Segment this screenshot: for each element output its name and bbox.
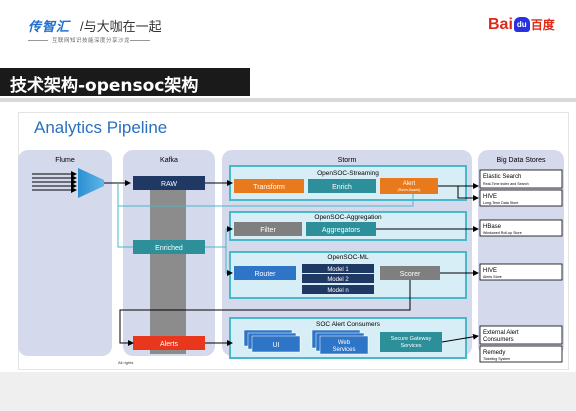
title-strip	[0, 98, 576, 102]
external-alert-label-1: External Alert	[483, 330, 519, 336]
external-alert-label-2: Consumers	[483, 337, 514, 343]
bigdata-label: Big Data Stores	[496, 157, 546, 164]
analytics-pipeline-diagram: Flume Kafka Storm Big Data Stores RAW En…	[18, 150, 564, 365]
transform-box	[234, 179, 304, 193]
baidu-logo-cn: 百度	[530, 18, 555, 32]
router-label: Router	[254, 271, 276, 278]
model2-label: Model 2	[327, 277, 349, 283]
aggregators-label: Aggregators	[322, 227, 361, 234]
kafka-alerts-box	[133, 336, 205, 350]
web-services-label-1: Web	[338, 340, 351, 346]
slide-title: Analytics Pipeline	[34, 118, 168, 137]
brand-subtitle: 互联网知识技能深度分享沙龙	[52, 38, 131, 44]
kafka-enriched-label: Enriched	[155, 245, 183, 252]
transform-label: Transform	[253, 184, 285, 191]
kafka-label: Kafka	[160, 157, 178, 164]
baidu-logo-left: Bai	[488, 16, 513, 33]
filter-box	[234, 222, 302, 236]
brand-logo: 传智汇	[28, 19, 71, 34]
page-title: 技术架构-opensoc架构	[10, 76, 199, 96]
aggregation-title: OpenSOC-Aggregation	[314, 214, 382, 221]
hive-alerts-sublabel: Alerts Store	[483, 275, 502, 279]
kafka-enriched-box	[133, 240, 205, 254]
elasticsearch-label: Elastic Search	[483, 174, 521, 180]
flume-label: Flume	[55, 157, 75, 164]
baidu-paw-icon: du	[513, 17, 530, 33]
alert-label: Alert	[403, 181, 416, 187]
web-services-label-2: Services	[332, 347, 355, 353]
enrich-box	[308, 179, 376, 193]
secure-gateway-label-2: Services	[400, 343, 421, 349]
hive-label: HIVE	[483, 194, 497, 200]
model1-box	[302, 264, 374, 273]
remedy-sublabel: Ticketing System	[483, 357, 510, 361]
web-services-box	[319, 335, 369, 355]
model2-box	[302, 274, 374, 283]
storm-label: Storm	[338, 157, 357, 164]
brand-tagline: /与大咖在一起	[80, 19, 162, 34]
page-title-band	[0, 68, 250, 96]
slide-footnote: All rights	[118, 360, 133, 365]
divider	[130, 40, 150, 41]
hbase-label: HBase	[483, 224, 502, 230]
alert-box	[380, 178, 438, 194]
divider	[28, 40, 48, 41]
secure-gateway-label-1: Secure Gateway	[391, 336, 432, 342]
consumers-title: SOC Alert Consumers	[316, 321, 381, 328]
remedy-label: Remedy	[483, 350, 505, 356]
alert-sublabel: (Rules-Based)	[398, 188, 421, 192]
flume-funnel-icon	[78, 168, 104, 198]
enrich-label: Enrich	[332, 184, 352, 191]
hive-alerts-label: HIVE	[483, 268, 497, 274]
scorer-label: Scorer	[400, 271, 421, 278]
hive-store	[479, 189, 563, 207]
flume-input-arrows	[32, 171, 77, 193]
modeln-box	[302, 285, 374, 294]
secure-gateway-box	[380, 332, 442, 352]
router-box	[234, 266, 296, 280]
hbase-sublabel: Windowed Roll-up Store	[483, 231, 522, 235]
aggregators-box	[306, 222, 376, 236]
kafka-queue	[150, 176, 186, 354]
external-alert-consumers	[479, 325, 563, 345]
scorer-box	[380, 266, 440, 280]
ml-title: OpenSOC-ML	[327, 254, 369, 261]
streaming-title: OpenSOC-Streaming	[317, 170, 379, 177]
ui-box	[251, 335, 301, 353]
remedy-store	[479, 345, 563, 363]
modeln-label: Model n	[327, 288, 348, 294]
slide-footer-area	[0, 372, 576, 411]
flume-column	[18, 150, 112, 356]
hbase-store	[479, 219, 563, 237]
kafka-alerts-label: Alerts	[160, 341, 178, 348]
filter-label: Filter	[260, 227, 276, 234]
kafka-raw-label: RAW	[161, 181, 177, 188]
ui-label: UI	[273, 342, 280, 349]
kafka-raw-box	[133, 176, 205, 190]
hive-sublabel: Long-Term Data Store	[483, 201, 518, 205]
elasticsearch-store	[479, 169, 563, 189]
pipeline-connectors	[117, 180, 479, 346]
model1-label: Model 1	[327, 267, 349, 273]
hive-alerts-store	[479, 263, 563, 281]
elasticsearch-sublabel: Real-Time Index and Search	[483, 182, 529, 186]
